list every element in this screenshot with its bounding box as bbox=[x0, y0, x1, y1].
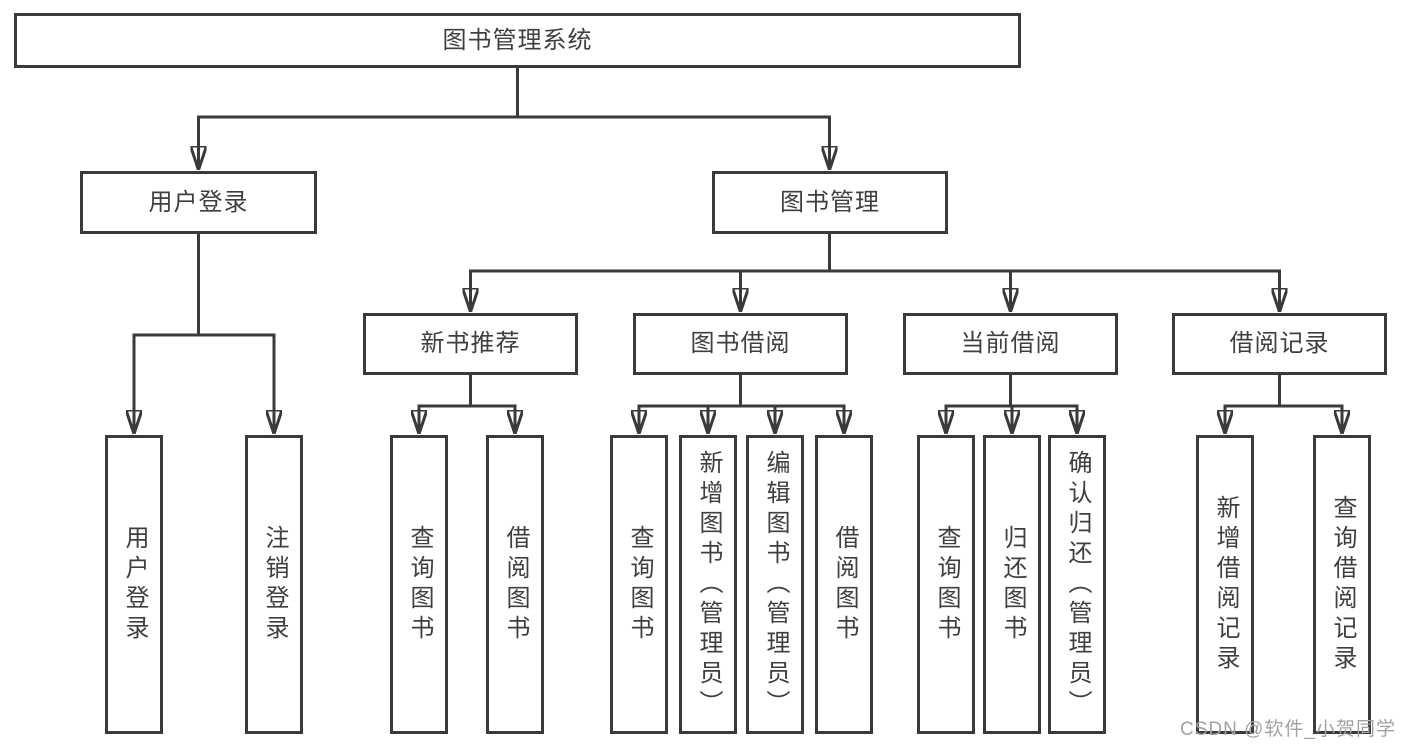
edges-new-book-recommend bbox=[419, 375, 515, 432]
node-library-management-system: 图书管理系统 bbox=[14, 13, 1021, 68]
edges-root bbox=[199, 68, 830, 168]
edges-book-borrow bbox=[639, 375, 844, 432]
node-label: 图书管理系统 bbox=[442, 26, 593, 54]
leaf-confirm-return-admin: 确认归还（管理员） bbox=[1048, 435, 1106, 734]
edges-current-borrow bbox=[946, 375, 1077, 432]
node-label: 归还图书 bbox=[999, 524, 1026, 645]
node-label: 图书管理 bbox=[780, 188, 880, 216]
node-label: 查询图书 bbox=[933, 524, 960, 645]
edges-borrow-records bbox=[1225, 375, 1342, 432]
leaf-return-books: 归还图书 bbox=[983, 435, 1041, 734]
leaf-borrow-books-recommend: 借阅图书 bbox=[486, 435, 544, 734]
node-label: 用户登录 bbox=[121, 524, 148, 645]
node-label: 新增图书（管理员） bbox=[695, 449, 722, 720]
node-label: 查询借阅记录 bbox=[1329, 494, 1356, 675]
node-user-login: 用户登录 bbox=[80, 171, 317, 234]
node-current-borrow: 当前借阅 bbox=[903, 313, 1118, 375]
node-label: 用户登录 bbox=[148, 188, 249, 216]
node-label: 查询图书 bbox=[626, 524, 653, 645]
leaf-query-books-recommend: 查询图书 bbox=[390, 435, 448, 734]
leaf-query-books-current: 查询图书 bbox=[917, 435, 975, 734]
node-label: 借阅记录 bbox=[1229, 330, 1330, 357]
leaf-edit-books-admin: 编辑图书（管理员） bbox=[746, 435, 804, 734]
node-label: 当前借阅 bbox=[960, 330, 1061, 357]
leaf-add-borrow-record: 新增借阅记录 bbox=[1196, 435, 1254, 734]
node-new-book-recommend: 新书推荐 bbox=[363, 313, 578, 375]
node-book-borrow: 图书借阅 bbox=[633, 313, 848, 375]
edges-book-management bbox=[471, 234, 1280, 310]
node-label: 查询图书 bbox=[406, 524, 433, 645]
node-label: 编辑图书（管理员） bbox=[762, 449, 789, 720]
node-label: 新书推荐 bbox=[420, 330, 521, 357]
node-label: 确认归还（管理员） bbox=[1064, 449, 1091, 720]
edges-user-login bbox=[134, 234, 274, 432]
node-borrow-records: 借阅记录 bbox=[1172, 313, 1387, 375]
leaf-logout: 注销登录 bbox=[245, 435, 303, 734]
node-label: 注销登录 bbox=[261, 524, 288, 645]
node-label: 图书借阅 bbox=[690, 330, 791, 357]
leaf-query-borrow-record: 查询借阅记录 bbox=[1313, 435, 1371, 734]
node-label: 新增借阅记录 bbox=[1212, 494, 1239, 675]
node-book-management: 图书管理 bbox=[712, 171, 948, 234]
leaf-borrow-books: 借阅图书 bbox=[815, 435, 873, 734]
leaf-query-books-borrow: 查询图书 bbox=[610, 435, 668, 734]
leaf-user-login: 用户登录 bbox=[105, 435, 163, 734]
csdn-watermark: CSDN @软件_小贺同学 bbox=[1180, 719, 1396, 740]
leaf-add-books-admin: 新增图书（管理员） bbox=[679, 435, 737, 734]
node-label: 借阅图书 bbox=[831, 524, 858, 645]
node-label: 借阅图书 bbox=[502, 524, 529, 645]
